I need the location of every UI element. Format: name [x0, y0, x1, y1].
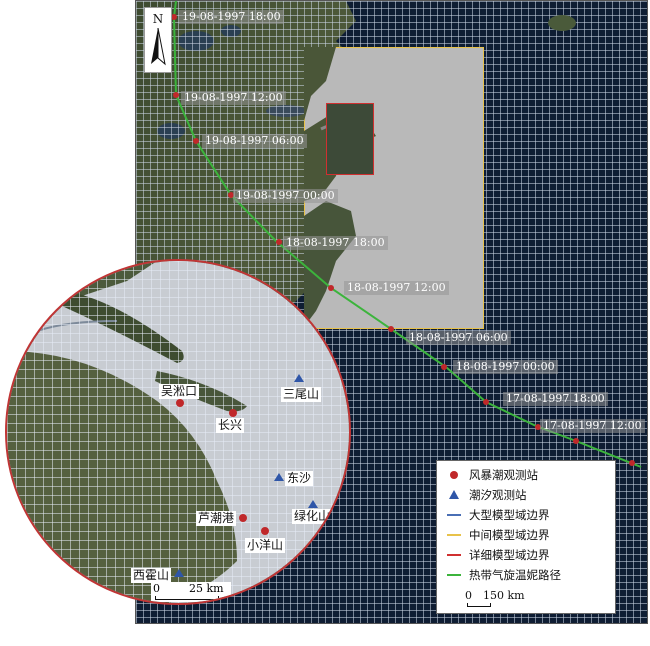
track-label: 17-08-1997 18:00 [503, 392, 608, 406]
main-scale-zero: 0 [465, 589, 472, 602]
typhoon-track-line-icon [447, 568, 461, 582]
track-label: 17-08-1997 12:00 [540, 419, 645, 433]
large-domain-line-icon [447, 508, 461, 522]
station-label-dongsha: 东沙 [285, 471, 314, 486]
track-label: 18-08-1997 18:00 [283, 236, 388, 250]
legend-label: 热带气旋温妮路径 [469, 568, 561, 582]
legend-large-domain: 大型模型域边界 [447, 507, 550, 523]
station-wusongkou-marker [176, 399, 184, 407]
island [548, 15, 576, 31]
legend-detail-domain: 详细模型域边界 [447, 547, 550, 563]
station-lvhuashan-marker [308, 500, 318, 508]
station-xiaoyangshan-marker [261, 527, 269, 535]
station-label-changxing: 长兴 [216, 418, 245, 433]
track-label: 19-08-1997 06:00 [202, 134, 307, 148]
inset-markers [174, 374, 318, 577]
detail-domain-box [326, 103, 374, 175]
station-label-sanweishan: 三尾山 [281, 387, 322, 402]
main-scale-label: 150 km [483, 589, 525, 602]
tide-station-icon [447, 488, 461, 502]
station-label-xiaoyangshan: 小洋山 [245, 538, 286, 553]
legend-storm-station: 风暴潮观测站 [447, 467, 538, 483]
legend-tide-station: 潮汐观测站 [447, 487, 527, 503]
inset-map: 吴淞口 长兴 三尾山 东沙 芦潮港 绿化山 小洋山 西霍山 0 25 km [5, 259, 351, 605]
track-label: 19-08-1997 18:00 [179, 10, 284, 24]
inset-scale-zero: 0 [153, 582, 160, 595]
main-scale-line [467, 603, 491, 607]
detail-domain-line-icon [447, 548, 461, 562]
legend-label: 潮汐观测站 [469, 488, 527, 502]
station-label-lvhuashan: 绿化山 [292, 509, 333, 524]
main-scale-bar: 0 150 km [465, 589, 555, 609]
legend-middle-domain: 中间模型域边界 [447, 527, 550, 543]
station-changxing-marker [229, 409, 237, 417]
station-label-wusongkou: 吴淞口 [159, 384, 200, 399]
station-sanweishan-marker [294, 374, 304, 382]
inset-grid [7, 261, 349, 603]
inset-scale-line [155, 596, 219, 600]
legend-label: 详细模型域边界 [469, 548, 550, 562]
legend-label: 大型模型域边界 [469, 508, 550, 522]
inset-scale-label: 25 km [189, 582, 224, 595]
middle-domain-line-icon [447, 528, 461, 542]
north-label: N [152, 12, 164, 26]
station-xixiashan-marker [174, 569, 184, 577]
track-label: 18-08-1997 00:00 [453, 360, 558, 374]
station-dongsha-marker [274, 473, 284, 481]
legend: 风暴潮观测站 潮汐观测站 大型模型域边界 中间模型域边界 详细模型域边界 热带气… [436, 460, 616, 614]
north-arrow-icon [151, 28, 166, 66]
track-label: 18-08-1997 12:00 [344, 281, 449, 295]
north-arrow: N [144, 7, 172, 73]
track-label: 18-08-1997 06:00 [406, 331, 511, 345]
track-label: 19-08-1997 12:00 [181, 91, 286, 105]
station-label-luchaogang: 芦潮港 [196, 511, 237, 526]
legend-typhoon-track: 热带气旋温妮路径 [447, 567, 561, 583]
inset-scale-bar: 0 25 km [151, 582, 231, 602]
track-label: 19-08-1997 00:00 [233, 189, 338, 203]
station-luchaogang-marker [239, 514, 247, 522]
station-label-xixiashan: 西霍山 [131, 568, 172, 583]
storm-station-icon [447, 468, 461, 482]
legend-label: 风暴潮观测站 [469, 468, 538, 482]
legend-label: 中间模型域边界 [469, 528, 550, 542]
